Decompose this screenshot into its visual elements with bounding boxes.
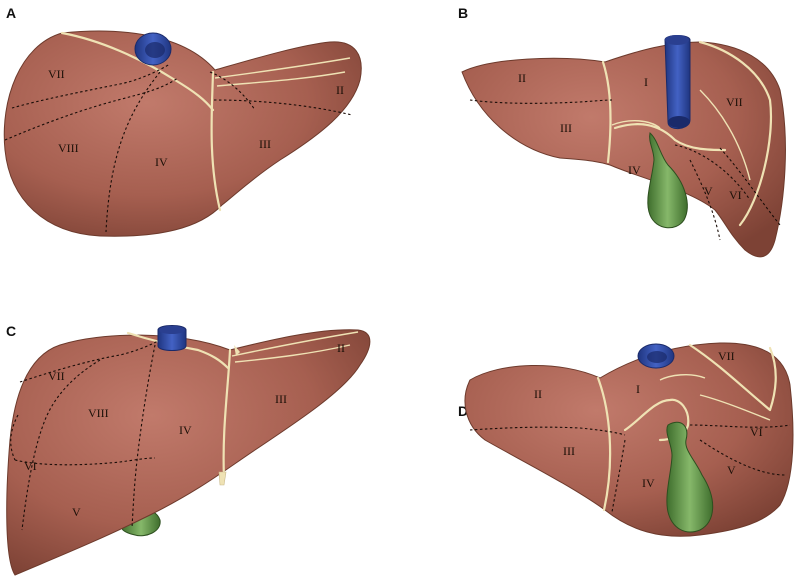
liver-shape-c [6,329,371,576]
segment-label-c-6: VI [24,459,37,473]
panel-a: A VII VIII IV III II [3,5,362,237]
segment-label-d-7: VII [718,349,735,363]
segment-label-d-5: V [727,463,736,477]
panel-letter-b: B [458,5,468,21]
liver-shape-b [461,41,786,258]
segment-label-c-3: IV [179,423,192,437]
liver-shape-a [3,30,362,237]
segment-label-b-7: VII [726,95,743,109]
falciform-ligament-a [210,70,222,212]
liver-shape-d [464,342,794,537]
segment-label-c-1: VII [48,369,65,383]
segment-label-d-1: II [534,387,542,401]
panel-letter-a: A [6,5,16,21]
segment-label-b-2: III [560,121,572,135]
segment-label-a-4: III [259,137,271,151]
panel-letter-d: D [458,403,468,419]
panel-d: D II III I IV V VI VII [458,342,794,537]
left-triangular-ligament-a [214,57,351,79]
inferior-vena-cava-b [664,35,691,129]
gallbladder-d [666,421,714,533]
segment-label-c-4: III [275,392,287,406]
segment-label-c-7: V [72,505,81,519]
segment-label-a-1: VII [48,67,65,81]
segment-label-d-2: III [563,444,575,458]
segment-label-b-5: V [704,184,713,198]
segment-label-c-5: II [337,341,345,355]
segment-label-a-3: IV [155,155,168,169]
segment-label-a-5: II [336,83,344,97]
segment-label-b-3: I [644,75,648,89]
panel-b: B II III I IV V VI VII [458,5,786,258]
segment-label-b-6: VI [729,188,742,202]
segment-label-d-3: I [636,382,640,396]
segment-label-a-2: VIII [58,141,79,155]
segment-label-d-4: IV [642,476,655,490]
panel-c: C VII VIII IV III II VI V [6,323,371,576]
segment-label-d-6: VI [750,425,763,439]
gallbladder-b [647,132,688,229]
segment-label-b-1: II [518,71,526,85]
segment-label-c-2: VIII [88,406,109,420]
segment-label-b-4: IV [628,163,641,177]
panel-letter-c: C [6,323,16,339]
coronary-ligament-a [60,31,215,112]
